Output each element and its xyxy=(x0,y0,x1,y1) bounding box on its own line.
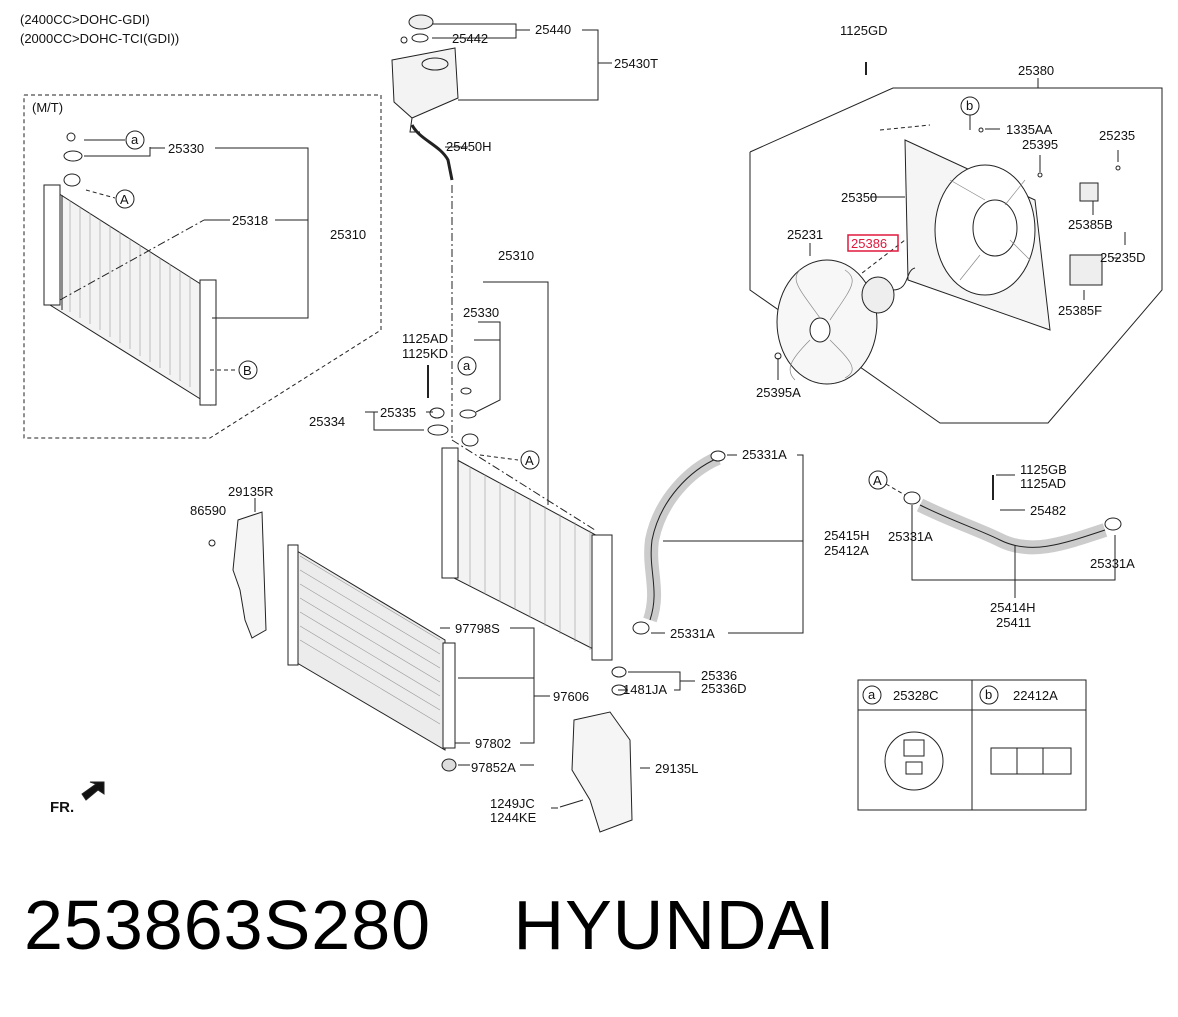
part-label: 97798S xyxy=(455,621,500,636)
part-number: 253863S280 xyxy=(24,886,432,964)
part-label: 25330 xyxy=(168,141,204,156)
part-label: 97606 xyxy=(553,689,589,704)
parts-diagram: (2400CC>DOHC-GDI) (2000CC>DOHC-TCI(GDI))… xyxy=(20,12,1163,833)
part-label: 25385B xyxy=(1068,217,1113,232)
callout-A-mt xyxy=(115,189,135,209)
part-label: 97802 xyxy=(475,736,511,751)
part-label: 1125AD xyxy=(1020,476,1066,491)
part-label: 25380 xyxy=(1018,63,1054,78)
part-label: 29135R xyxy=(228,484,274,499)
part-label: 25318 xyxy=(232,213,268,228)
fan-motor xyxy=(861,267,916,314)
part-label: 25330 xyxy=(463,305,499,320)
callout-A-mt-letter: A xyxy=(120,192,129,207)
part-label: 25411 xyxy=(996,615,1031,630)
callout-a-mt xyxy=(125,130,145,150)
part-label: 25450H xyxy=(446,139,492,154)
lower-hose xyxy=(916,498,1108,555)
callout-A-main-letter: A xyxy=(525,453,534,468)
part-label: 25395A xyxy=(756,385,801,400)
callout-A-hose xyxy=(868,470,888,490)
part-label: 25310 xyxy=(330,227,366,242)
air-guard-right xyxy=(232,511,267,639)
part-label: 86590 xyxy=(190,503,226,518)
legend-table xyxy=(857,679,1087,811)
part-label: 25336 xyxy=(701,668,737,683)
header-note-1: (2400CC>DOHC-GDI) xyxy=(20,12,150,27)
mt-box-label: (M/T) xyxy=(32,100,63,115)
part-label: 1125GB xyxy=(1020,462,1067,477)
part-label: 1125AD xyxy=(402,331,448,346)
legend-b-letter: b xyxy=(985,687,992,702)
part-label: 29135L xyxy=(655,761,698,776)
brand-name: HYUNDAI xyxy=(513,886,836,964)
part-label: 25350 xyxy=(841,190,877,205)
highlight-box-25386 xyxy=(847,234,899,252)
fan-shroud xyxy=(904,139,1051,331)
callout-A-main xyxy=(520,450,540,470)
condenser xyxy=(287,544,457,772)
part-label: 1481JA xyxy=(623,682,667,697)
part-label: 25235 xyxy=(1099,128,1135,143)
mt-dashed-box xyxy=(23,94,382,439)
part-label: 1335AA xyxy=(1006,122,1053,137)
legend-a-part: 25328C xyxy=(893,688,939,703)
callout-b-fan-letter: b xyxy=(966,98,973,113)
front-arrow-icon xyxy=(81,781,105,801)
part-label: 25231 xyxy=(787,227,823,242)
part-label: 1244KE xyxy=(490,810,537,825)
part-label: 25430T xyxy=(614,56,658,71)
callout-a-mt-letter: a xyxy=(131,132,139,147)
header-note-2: (2000CC>DOHC-TCI(GDI)) xyxy=(20,31,179,46)
part-label: 25412A xyxy=(824,543,869,558)
part-label-highlighted: 25386 xyxy=(851,236,887,251)
part-label: 25395 xyxy=(1022,137,1058,152)
part-label: 25335 xyxy=(380,405,416,420)
reservoir-hose xyxy=(410,124,454,181)
part-label: 25331A xyxy=(888,529,933,544)
part-label: 25331A xyxy=(1090,556,1135,571)
fan-blade xyxy=(776,259,878,385)
upper-hose xyxy=(643,451,721,623)
callout-B-mt xyxy=(238,360,258,380)
coolant-reservoir xyxy=(391,14,459,133)
callout-a-main xyxy=(457,356,477,376)
air-guard-left xyxy=(571,711,633,833)
part-label: 25235D xyxy=(1100,250,1146,265)
part-label: 25482 xyxy=(1030,503,1066,518)
legend-a-letter: a xyxy=(868,687,876,702)
callout-a-main-letter: a xyxy=(463,358,471,373)
callout-B-mt-letter: B xyxy=(243,363,252,378)
part-label: 1125KD xyxy=(402,346,448,361)
part-label: 25331A xyxy=(742,447,787,462)
part-label: 1125GD xyxy=(840,23,887,38)
part-label: 25385F xyxy=(1058,303,1102,318)
main-radiator xyxy=(441,433,613,661)
part-label: 1249JC xyxy=(490,796,535,811)
callout-A-hose-letter: A xyxy=(873,473,882,488)
part-label: 97852A xyxy=(471,760,516,775)
legend-b-part: 22412A xyxy=(1013,688,1058,703)
part-label: 25331A xyxy=(670,626,715,641)
part-label: 25310 xyxy=(498,248,534,263)
part-label: 25442 xyxy=(452,31,488,46)
front-label: FR. xyxy=(50,799,74,816)
label-22412A-icon xyxy=(990,747,1072,775)
mt-radiator xyxy=(43,173,217,406)
part-label: 25414H xyxy=(990,600,1036,615)
part-label: 25415H xyxy=(824,528,870,543)
part-label: 25336D xyxy=(701,681,747,696)
label-25328C-icon xyxy=(884,731,944,791)
bottom-caption: 253863S280 HYUNDAI xyxy=(24,885,836,965)
part-label: 25440 xyxy=(535,22,571,37)
part-label: 25334 xyxy=(309,414,345,429)
